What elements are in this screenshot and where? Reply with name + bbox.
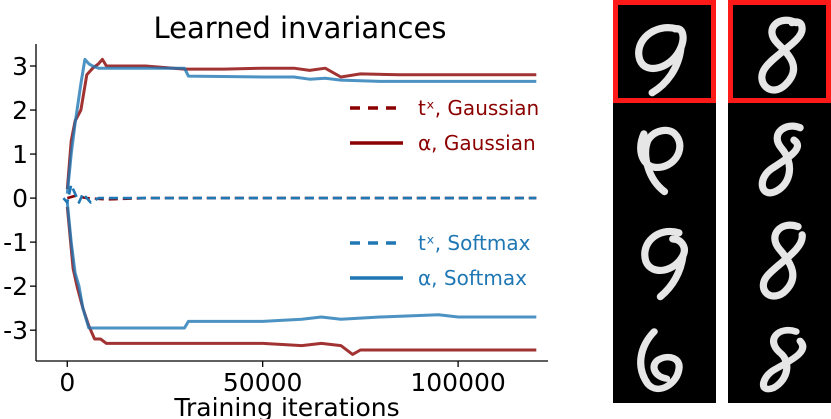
digit-image [613, 103, 716, 206]
series-lines [62, 57, 537, 356]
handwritten-digit [759, 327, 807, 393]
handwritten-digit [759, 221, 806, 300]
y-tick-label: 3 [12, 52, 28, 81]
chart-title: Learned invariances [154, 11, 447, 45]
digit-image [613, 206, 716, 309]
handwritten-digit [758, 16, 806, 94]
handwritten-digit [635, 24, 687, 97]
y-tick-label: 0 [12, 184, 28, 213]
x-tick-label: 50000 [223, 368, 303, 397]
digit-image [728, 103, 831, 206]
x-axis-label: Training iterations [173, 393, 399, 419]
digit-image [728, 309, 831, 403]
line-chart: Learned invariances 3 2 1 0 -1 -2 -3 0 50000 1000… [3, 11, 548, 419]
legend: tˣ, Gaussian α, Gaussian tˣ, Softmax α, Sof… [350, 96, 539, 290]
y-tick-label: 1 [12, 140, 28, 169]
legend-label: tˣ, Softmax [418, 231, 531, 255]
legend-label: tˣ, Gaussian [418, 96, 539, 120]
handwritten-digit [637, 328, 683, 393]
legend-label: α, Gaussian [418, 131, 536, 155]
x-tick-label: 0 [59, 368, 75, 397]
x-tick-label: 100000 [410, 368, 505, 397]
series-line [65, 57, 537, 194]
handwritten-digit [641, 227, 688, 301]
y-tick-label: -1 [3, 228, 28, 257]
axes: 3 2 1 0 -1 -2 -3 0 50000 100000 [3, 44, 548, 397]
digit-image [613, 309, 716, 403]
handwritten-digit [637, 126, 684, 196]
series-line [62, 183, 537, 204]
y-tick-label: -3 [3, 316, 28, 345]
highlighted-digit-image [613, 0, 716, 103]
highlighted-digit-image [728, 0, 831, 103]
legend-label: α, Softmax [418, 266, 527, 290]
handwritten-digit [758, 122, 804, 197]
y-tick-label: 2 [12, 96, 28, 125]
digit-image [728, 206, 831, 309]
series-line [65, 202, 537, 330]
y-tick-label: -2 [3, 272, 28, 301]
